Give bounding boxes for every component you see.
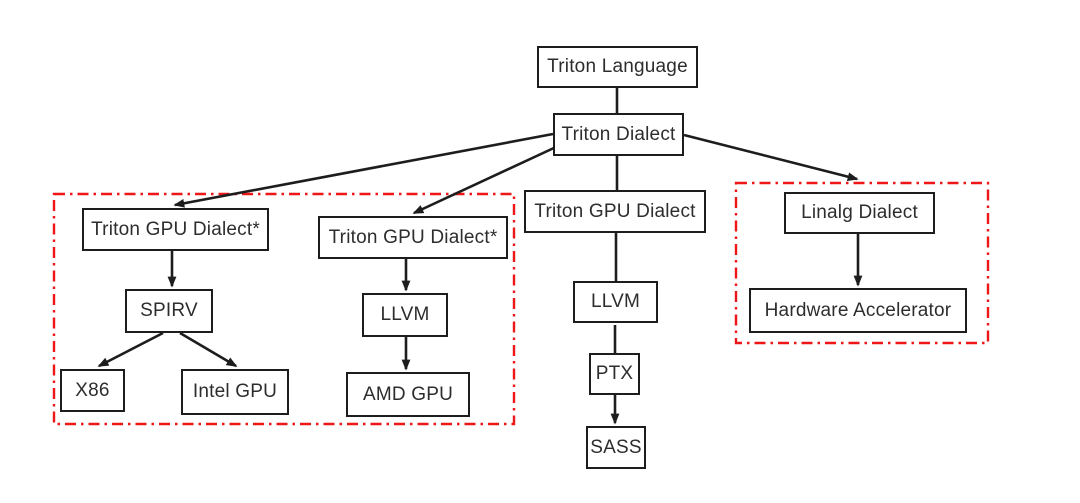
node-hardware-accelerator: Hardware Accelerator <box>749 288 967 333</box>
node-triton-language: Triton Language <box>537 46 698 88</box>
edge-spirv-to-intel-gpu <box>179 331 238 368</box>
node-ptx: PTX <box>589 353 640 395</box>
node-amd-gpu: AMD GPU <box>346 372 470 417</box>
node-intel-gpu: Intel GPU <box>181 369 289 415</box>
highlight-box-accelerator-path <box>734 181 990 345</box>
node-spirv: SPIRV <box>125 289 213 333</box>
node-x86: X86 <box>60 369 125 412</box>
edge-dialect-to-linalg-group <box>683 133 859 181</box>
node-llvm-nvidia: LLVM <box>573 281 658 323</box>
node-triton-gpu-dialect-amd: Triton GPU Dialect* <box>318 216 508 259</box>
edge-dialect-to-gpu-dialect-left <box>173 132 554 208</box>
edge-dialect-to-gpu-dialect-midleft <box>412 145 557 215</box>
node-triton-gpu-dialect-nvidia: Triton GPU Dialect <box>524 190 706 233</box>
highlight-box-intel-amd-paths <box>52 192 516 426</box>
node-sass: SASS <box>586 426 646 469</box>
node-linalg-dialect: Linalg Dialect <box>784 192 935 234</box>
edge-spirv-to-x86 <box>97 331 164 368</box>
node-triton-gpu-dialect-intel: Triton GPU Dialect* <box>82 208 269 251</box>
node-triton-dialect: Triton Dialect <box>553 113 684 156</box>
node-llvm-amd: LLVM <box>362 293 448 337</box>
